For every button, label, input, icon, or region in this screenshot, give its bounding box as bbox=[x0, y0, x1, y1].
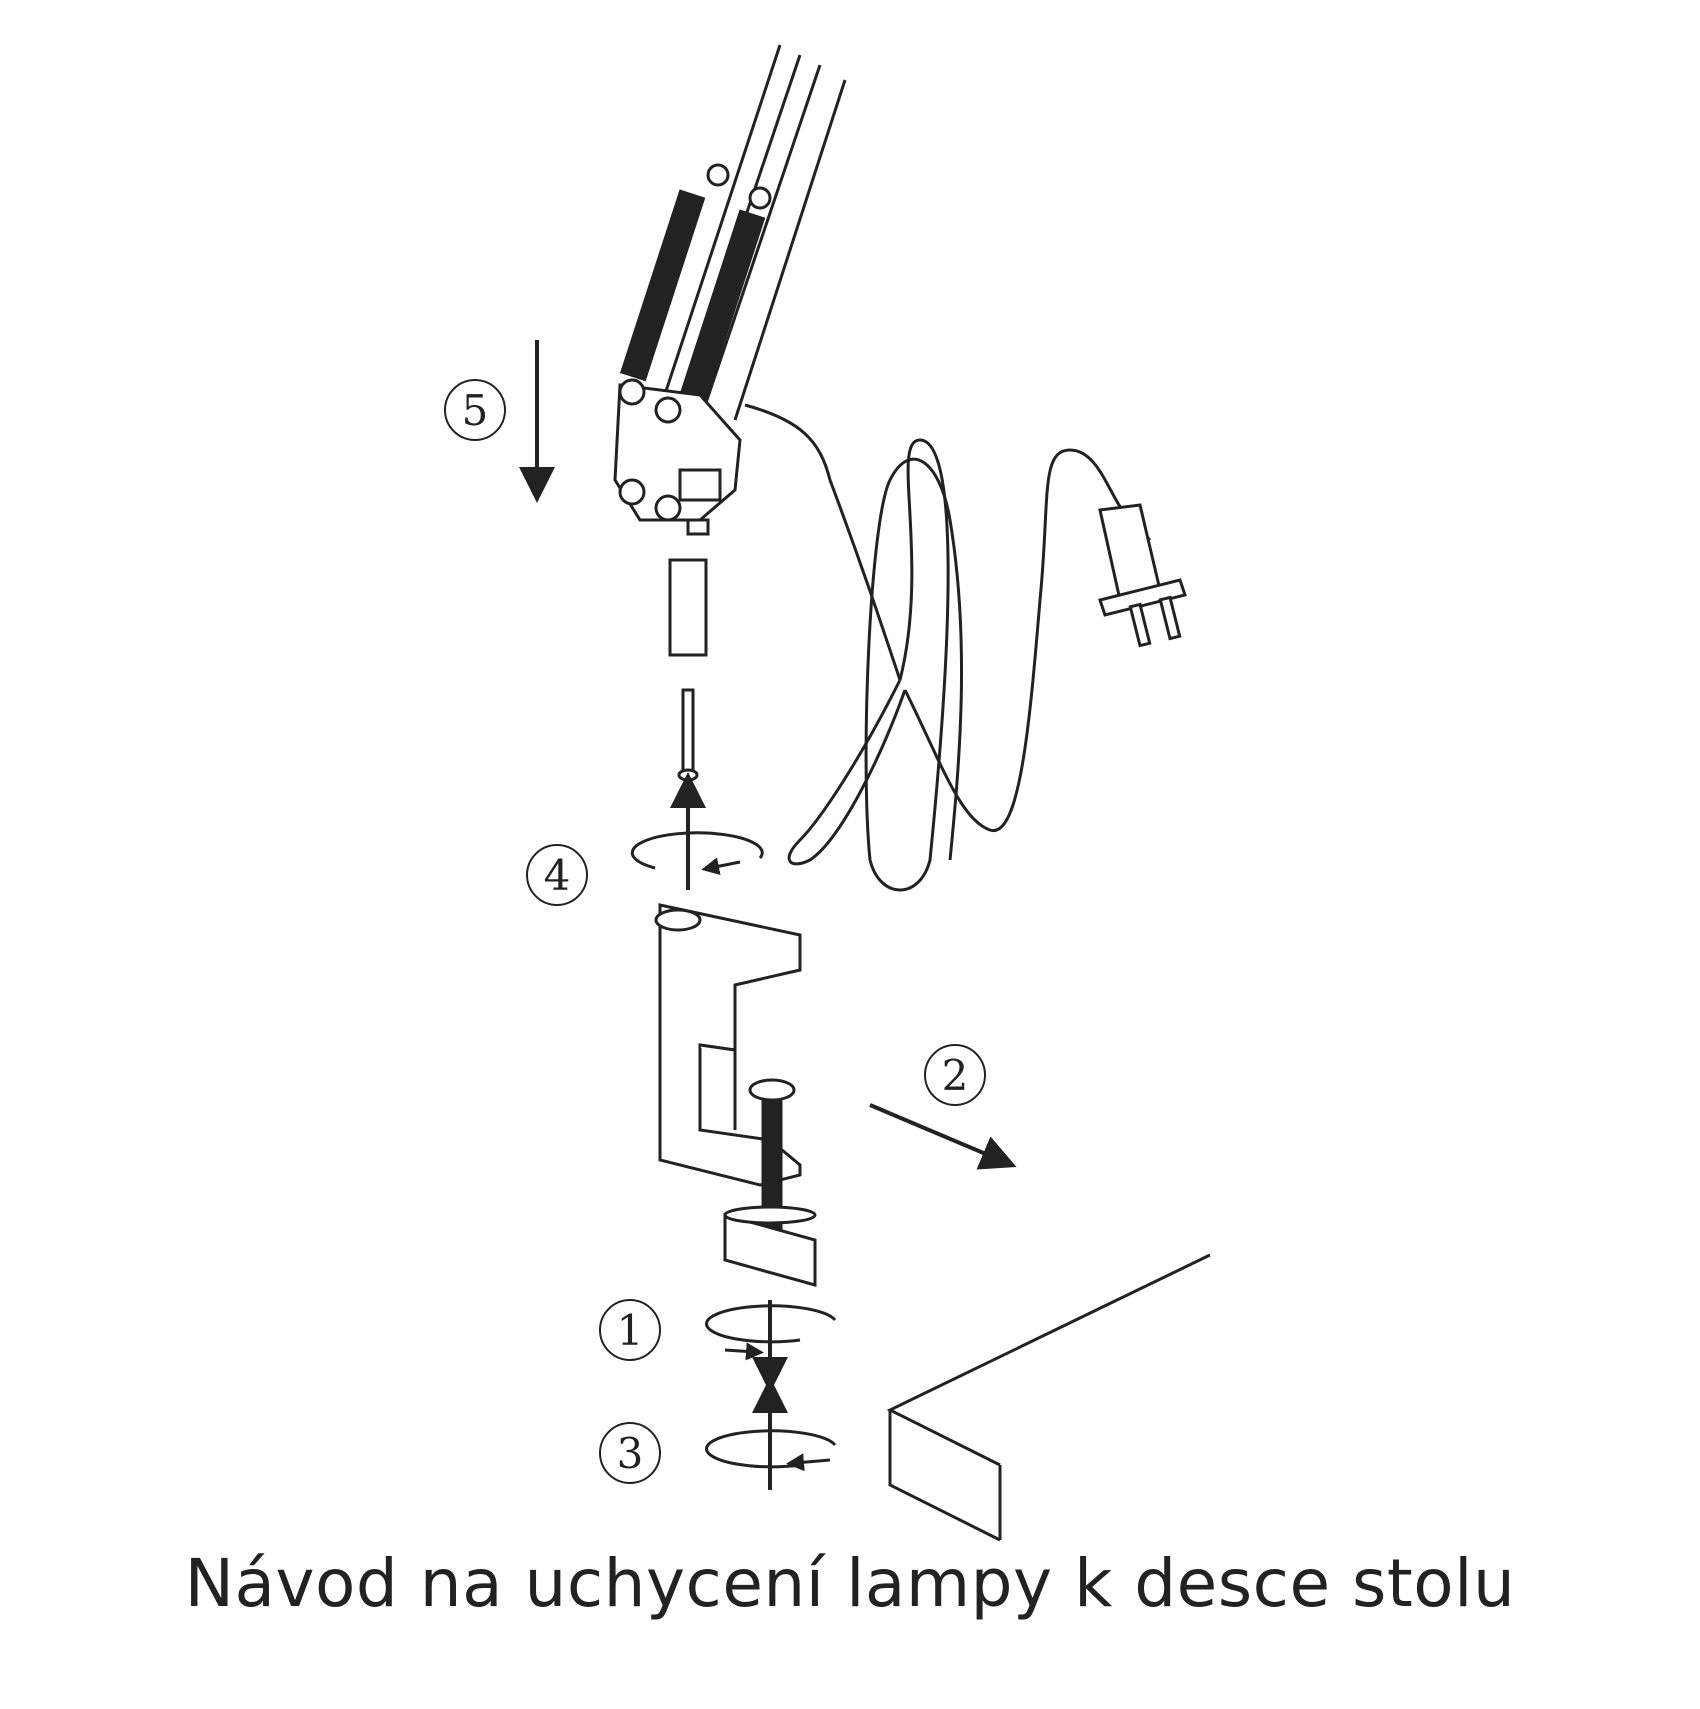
plug bbox=[1098, 503, 1187, 648]
svg-text:1: 1 bbox=[617, 1306, 644, 1355]
clamp-screw bbox=[723, 1078, 817, 1287]
svg-text:3: 3 bbox=[617, 1429, 644, 1478]
arrow-step3 bbox=[705, 1377, 837, 1490]
arrow-step4 bbox=[630, 772, 764, 890]
step-label-5: 5 bbox=[444, 379, 506, 441]
arrow-step1 bbox=[705, 1300, 837, 1393]
long-bolt bbox=[677, 688, 699, 782]
power-cable bbox=[744, 403, 1152, 892]
step-label-3: 3 bbox=[599, 1422, 661, 1484]
table-top bbox=[886, 1253, 1211, 1542]
svg-text:5: 5 bbox=[462, 386, 489, 435]
svg-text:2: 2 bbox=[942, 1051, 969, 1100]
c-clamp bbox=[654, 903, 802, 1187]
step-label-2: 2 bbox=[924, 1044, 986, 1106]
step-label-4: 4 bbox=[526, 844, 588, 906]
lamp-arm bbox=[613, 44, 847, 536]
arrow-step2 bbox=[869, 1103, 1017, 1170]
sleeve-tube bbox=[668, 558, 708, 657]
instruction-caption: Návod na uchycení lampy k desce stolu bbox=[184, 1545, 1516, 1622]
svg-text:4: 4 bbox=[544, 851, 571, 900]
step-label-1: 1 bbox=[599, 1299, 661, 1361]
